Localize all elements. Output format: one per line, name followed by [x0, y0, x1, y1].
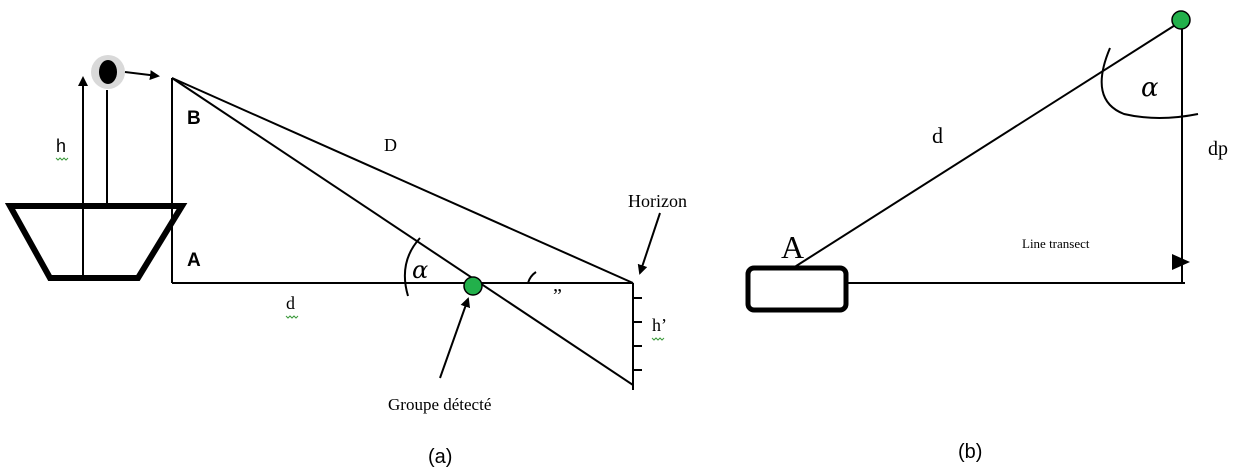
- gaze-arrow: [124, 70, 160, 81]
- observer-eye-icon: [91, 55, 125, 89]
- label-dp: dp: [1208, 138, 1228, 160]
- label-detected-group: Groupe détecté: [388, 395, 491, 414]
- spellcheck-underline-h: [55, 157, 69, 161]
- spellcheck-underline-h-prime: [651, 337, 665, 341]
- label-alpha-a: α: [412, 256, 428, 284]
- label-alpha-b: α: [1141, 73, 1159, 103]
- label-D: D: [384, 135, 397, 155]
- label-h-prime: h’: [652, 315, 667, 335]
- detected-group-marker-b: [1171, 10, 1191, 30]
- spellcheck-underline-d: [285, 315, 299, 319]
- group-pointer-arrow: [439, 297, 471, 379]
- caption-a: (a): [428, 446, 452, 468]
- label-A: A: [187, 250, 201, 271]
- sight-line: [171, 77, 634, 386]
- horizon-pointer-arrow: [637, 212, 661, 275]
- line-D: [171, 77, 634, 284]
- label-d: d: [286, 293, 295, 313]
- label-double-prime: ”: [553, 285, 562, 307]
- label-horizon: Horizon: [628, 191, 687, 211]
- observer-platform: [4, 203, 188, 281]
- figure-b: A d α dp Line transect (b): [745, 10, 1228, 463]
- caption-b: (b): [958, 441, 982, 463]
- label-d-b: d: [932, 123, 943, 148]
- label-h: h: [56, 136, 66, 156]
- label-B: B: [187, 108, 201, 129]
- angle-arc-alpha-b: [1100, 47, 1199, 119]
- label-line-transect: Line transect: [1022, 236, 1090, 251]
- dp-arrowhead: [1172, 254, 1190, 270]
- observer-box: [745, 265, 849, 313]
- detected-group-marker: [463, 276, 483, 296]
- figure-a: h B A D d α: [4, 55, 687, 468]
- scale-ticks: [633, 297, 642, 371]
- angle-arc-alpha: [403, 237, 421, 297]
- label-A-b: A: [781, 229, 804, 265]
- small-angle-arc: [527, 271, 537, 284]
- distance-line-d: [792, 21, 1181, 269]
